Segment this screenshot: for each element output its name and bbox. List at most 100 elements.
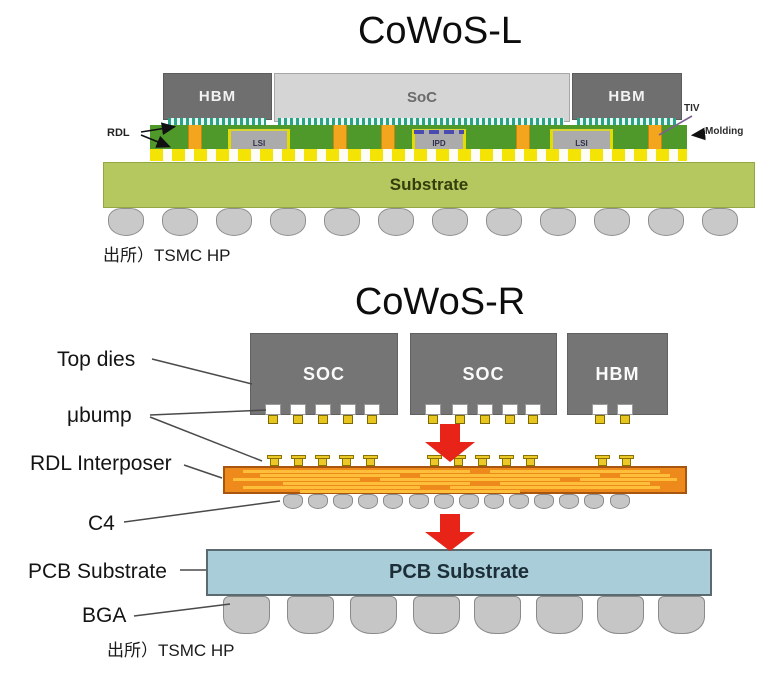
source-attribution-bottom: 出所）TSMC HP	[107, 641, 235, 660]
c4-bump	[383, 494, 403, 509]
rdl-trace	[243, 470, 470, 473]
microbump-strip-hbm-left	[168, 118, 266, 125]
c4-bump	[358, 494, 378, 509]
pcb-substrate-label: PCB Substrate	[388, 561, 530, 583]
ipd-top-metal-stripe	[414, 130, 464, 134]
die-pad	[425, 404, 441, 415]
die-pad	[617, 404, 633, 415]
rdl-trace	[620, 474, 670, 477]
interposer-microbump	[595, 455, 610, 466]
microbump	[505, 415, 515, 424]
solder-ball	[594, 208, 630, 236]
substrate-label: Substrate	[389, 175, 469, 194]
soc-die-2: SOC	[410, 333, 557, 415]
c4-bump	[333, 494, 353, 509]
tiv-callout-label: TIV	[684, 103, 700, 114]
rdl-trace	[420, 474, 600, 477]
interposer-microbump	[427, 455, 442, 466]
microbump	[318, 415, 328, 424]
solder-ball	[540, 208, 576, 236]
bga-ball	[474, 596, 521, 634]
solder-ball	[378, 208, 414, 236]
interposer-microbump	[267, 455, 282, 466]
c4-bump	[283, 494, 303, 509]
solder-ball	[162, 208, 198, 236]
hbm-die: HBM	[567, 333, 668, 415]
interposer-microbump	[291, 455, 306, 466]
lsi-die-right: LSI	[550, 129, 613, 149]
microbump	[268, 415, 278, 424]
microbump	[620, 415, 630, 424]
substrate-block: Substrate	[103, 162, 755, 208]
microbump	[528, 415, 538, 424]
tiv-column	[516, 125, 530, 149]
rdl-trace	[243, 486, 420, 489]
process-arrow-down-2	[425, 514, 475, 551]
hbm-die-label: HBM	[595, 363, 640, 384]
bga-ball	[536, 596, 583, 634]
c4-bump	[459, 494, 479, 509]
microbump	[480, 415, 490, 424]
die-pad	[452, 404, 468, 415]
c4-callout-line	[123, 500, 281, 523]
bga-ball	[658, 596, 705, 634]
microbump-strip-soc	[278, 118, 564, 125]
rdl-trace	[283, 482, 470, 485]
die-pad	[315, 404, 331, 415]
tiv-column	[188, 125, 202, 149]
die-pad	[525, 404, 541, 415]
c4-bump	[509, 494, 529, 509]
ubump-callout-line-upper	[149, 409, 267, 416]
rdl-trace	[580, 478, 677, 481]
microbump	[367, 415, 377, 424]
tiv-column	[333, 125, 347, 149]
molding-callout-label: Molding	[705, 126, 744, 137]
soc-die-label: SoC	[407, 89, 437, 106]
interposer-microbump	[523, 455, 538, 466]
c4-bump	[484, 494, 504, 509]
top-dies-callout-label: Top dies	[57, 348, 136, 371]
microbump	[293, 415, 303, 424]
lsi-die-left-label: LSI	[252, 138, 266, 148]
soc-die-1-label: SOC	[302, 363, 345, 384]
rdl-callout-label: RDL	[107, 127, 130, 139]
die-pad	[477, 404, 493, 415]
bga-ball	[223, 596, 270, 634]
c4-bump	[584, 494, 604, 509]
rdl-trace	[380, 478, 560, 481]
interposer-microbump	[451, 455, 466, 466]
die-pad	[290, 404, 306, 415]
lsi-die-left: LSI	[228, 129, 290, 149]
bga-ball	[597, 596, 644, 634]
pcb-substrate-callout-label: PCB Substrate	[28, 560, 167, 583]
c4-bump	[308, 494, 328, 509]
bga-callout-line	[133, 603, 231, 617]
bga-ball	[287, 596, 334, 634]
interposer-microbump	[339, 455, 354, 466]
c4-bump	[434, 494, 454, 509]
hbm-die-right-label: HBM	[608, 88, 646, 105]
rdl-trace	[300, 490, 520, 493]
rdl-interposer-callout-line	[183, 464, 223, 479]
solder-ball	[702, 208, 738, 236]
c4-bump	[534, 494, 554, 509]
solder-ball	[324, 208, 360, 236]
bga-ball	[350, 596, 397, 634]
solder-ball	[648, 208, 684, 236]
rdl-trace	[233, 478, 360, 481]
molding-callout-arrow	[690, 127, 706, 141]
ipd-die-label: IPD	[432, 138, 446, 148]
ubump-callout-label: μbump	[67, 404, 132, 427]
interposer-microbump	[475, 455, 490, 466]
die-pad	[364, 404, 380, 415]
c4-callout-label: C4	[88, 512, 115, 535]
solder-ball	[108, 208, 144, 236]
tiv-column	[381, 125, 395, 149]
interposer-microbump	[499, 455, 514, 466]
rdl-trace	[500, 482, 650, 485]
top-dies-callout-line	[151, 358, 253, 385]
c4-bump	[559, 494, 579, 509]
die-pad	[340, 404, 356, 415]
c4-bump	[610, 494, 630, 509]
solder-ball	[486, 208, 522, 236]
